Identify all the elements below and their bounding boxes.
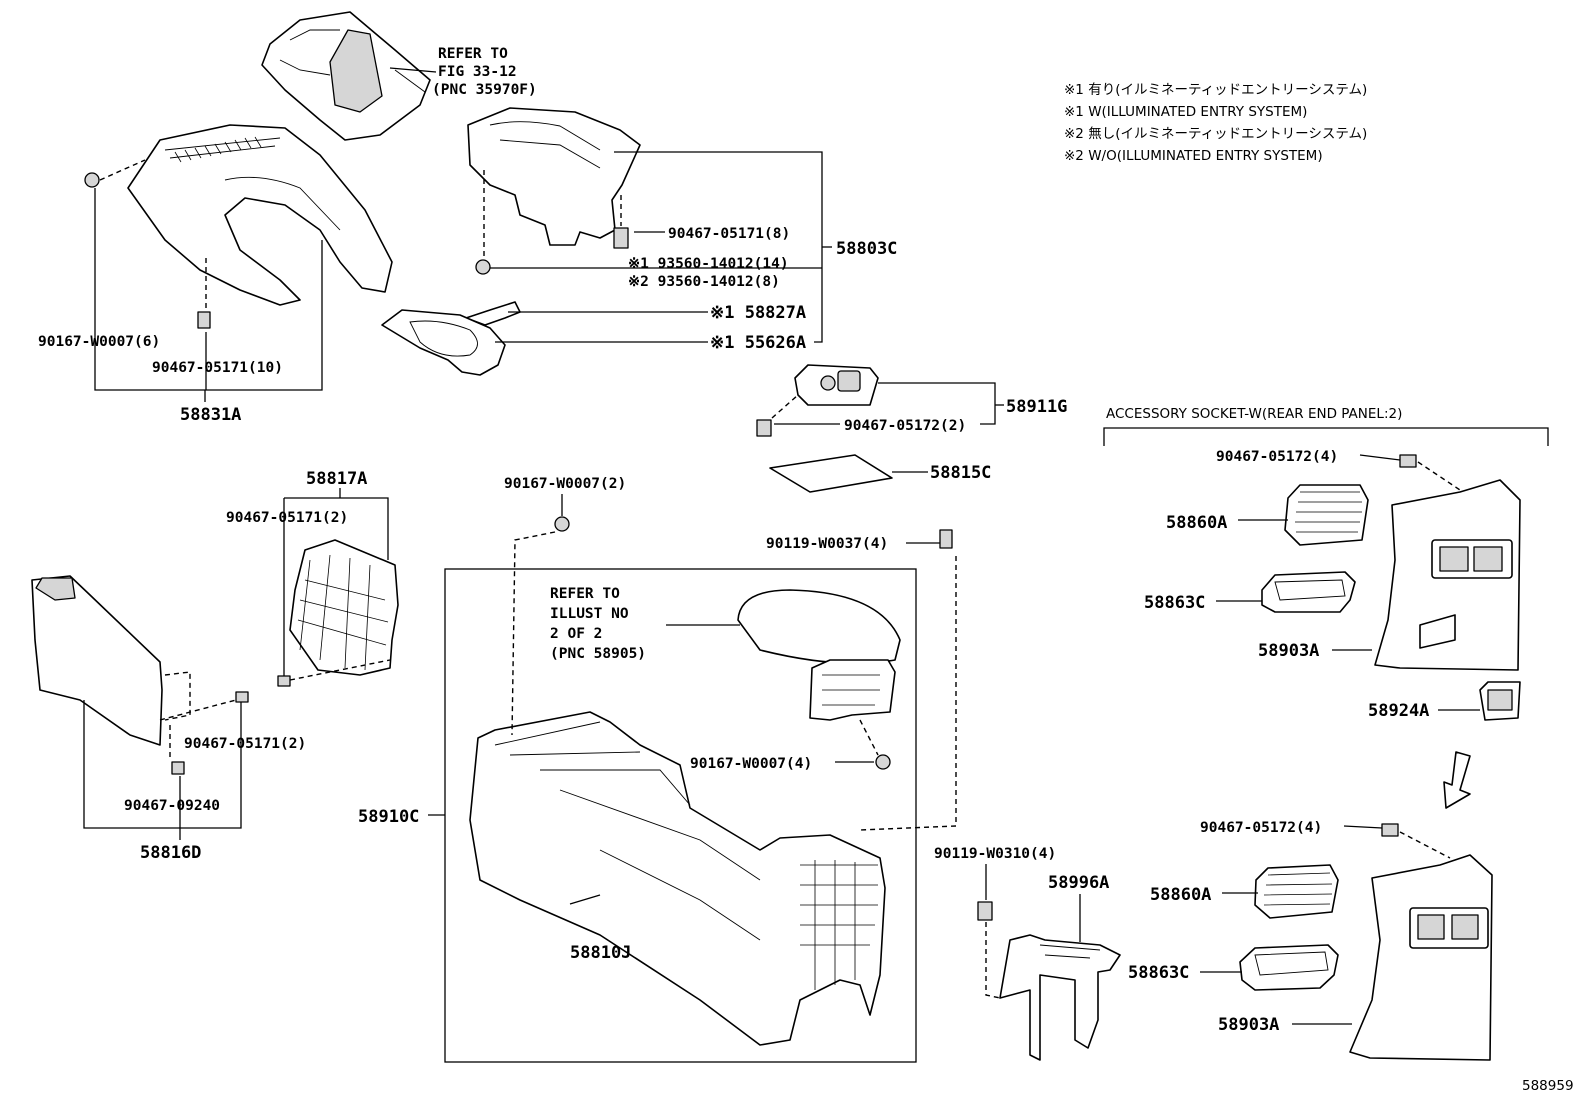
label-58910C: 58910C [358, 807, 419, 827]
refer-armrest-line3: 2 OF 2 [550, 626, 602, 642]
label-58903A-a: 58903A [1258, 641, 1319, 661]
label-58803C: 58803C [836, 239, 897, 259]
console-box-frame: 58910C [358, 568, 917, 1063]
upper-console-callouts: 90167-W0007(6) 90467-05171(10) 58831A [38, 188, 323, 425]
label-90467-05171-10: 90467-05171(10) [152, 360, 283, 376]
refer-armrest-line4: (PNC 58905) [550, 646, 646, 662]
label-58924A: 58924A [1368, 701, 1429, 721]
label-58911G: 58911G [1006, 397, 1067, 417]
image-code: 588959 [1522, 1078, 1574, 1094]
accessory-socket-section: ACCESSORY SOCKET-W(REAR END PANEL:2) [1103, 406, 1549, 446]
label-90467-09240: 90467-09240 [124, 798, 220, 814]
label-58810J: 58810J [570, 943, 631, 963]
refer-armrest-line1: REFER TO [550, 586, 620, 602]
label-90119-w0037-4: 90119-W0037(4) [766, 536, 888, 552]
label-93560-14012-14: ※1 93560-14012(14) [628, 256, 789, 272]
down-arrow-icon [1443, 751, 1471, 809]
label-90119-w0310-4: 90119-W0310(4) [934, 846, 1056, 862]
label-93560-14012-8: ※2 93560-14012(8) [628, 274, 780, 290]
console-body-part [469, 516, 957, 1046]
label-90467-05172-4-b: 90467-05172(4) [1200, 820, 1322, 836]
rear-bracket-part [977, 901, 1121, 1061]
label-58860A-a: 58860A [1166, 513, 1227, 533]
label-58831A: 58831A [180, 405, 241, 425]
label-90167-w0007-2: 90167-W0007(2) [504, 476, 626, 492]
side-bracket-callouts: 58817A 90467-05171(2) [226, 469, 389, 676]
upper-console-panel-part [84, 124, 393, 329]
refer-shift-line1: REFER TO [438, 46, 508, 62]
side-bracket-part [277, 539, 399, 687]
switch-base-part [756, 364, 879, 437]
cup-holder-callouts: 90467-05171(8) 58803C ※1 93560-14012(14)… [490, 151, 897, 353]
label-90467-05172-2: 90467-05172(2) [844, 418, 966, 434]
refer-armrest-note: REFER TO ILLUST NO 2 OF 2 (PNC 58905) [550, 586, 740, 662]
cup-holder-box-part [467, 107, 641, 275]
refer-shift-note: REFER TO FIG 33-12 (PNC 35970F) [432, 46, 537, 98]
refer-shift-line2: FIG 33-12 [438, 64, 517, 80]
note-1-en: ※1 W(ILLUMINATED ENTRY SYSTEM) [1064, 104, 1307, 120]
label-90467-05171-8: 90467-05171(8) [668, 226, 790, 242]
label-58860A-b: 58860A [1150, 885, 1211, 905]
rear-panel-upper-callouts: 90467-05172(4) 58860A 58863C 58903A 5892… [1144, 449, 1480, 721]
note-2-jp: ※2 無し(イルミネーティッドエントリーシステム) [1064, 126, 1367, 142]
shift-boot-part [261, 11, 437, 141]
note-2-en: ※2 W/O(ILLUMINATED ENTRY SYSTEM) [1064, 148, 1323, 164]
accessory-socket-header: ACCESSORY SOCKET-W(REAR END PANEL:2) [1106, 406, 1402, 422]
console-body-callouts: 58810J 90167-W0007(2) 90119-W0037(4) [504, 476, 940, 963]
label-58815C: 58815C [930, 463, 991, 483]
rear-bracket-callouts: 90119-W0310(4) 58996A [934, 846, 1109, 942]
refer-shift-line3: (PNC 35970F) [432, 82, 537, 98]
armrest-part: 90167-W0007(4) [690, 589, 901, 772]
rear-panel-lower-part [1239, 823, 1493, 1061]
label-58863C-a: 58863C [1144, 593, 1205, 613]
label-58827A: ※1 58827A [710, 303, 806, 323]
label-90467-05172-4-a: 90467-05172(4) [1216, 449, 1338, 465]
label-58816D: 58816D [140, 843, 201, 863]
switch-base-callouts: 58911G 90467-05172(2) [774, 382, 1067, 434]
lower-cup-holder-part [381, 309, 506, 376]
console-mat-part: 58815C [769, 454, 991, 493]
side-panel-part [31, 575, 249, 775]
rear-panel-upper-part [1261, 454, 1521, 721]
note-1-jp: ※1 有り(イルミネーティッドエントリーシステム) [1064, 82, 1367, 98]
label-90167-w0007-4: 90167-W0007(4) [690, 756, 812, 772]
label-90167-w0007-6: 90167-W0007(6) [38, 334, 160, 350]
label-58817A: 58817A [306, 469, 367, 489]
label-90467-05171-2-b: 90467-05171(2) [184, 736, 306, 752]
label-58863C-b: 58863C [1128, 963, 1189, 983]
notes-block: ※1 有り(イルミネーティッドエントリーシステム) ※1 W(ILLUMINAT… [1064, 82, 1367, 164]
refer-armrest-line2: ILLUST NO [550, 606, 629, 622]
rear-panel-lower-callouts: 90467-05172(4) 58860A 58863C 58903A [1128, 820, 1383, 1035]
side-panel-callouts: 90467-05171(2) 90467-09240 58816D [83, 700, 306, 863]
label-58996A: 58996A [1048, 873, 1109, 893]
label-58903A-b: 58903A [1218, 1015, 1279, 1035]
label-90467-05171-2-a: 90467-05171(2) [226, 510, 348, 526]
label-55626A: ※1 55626A [710, 333, 806, 353]
